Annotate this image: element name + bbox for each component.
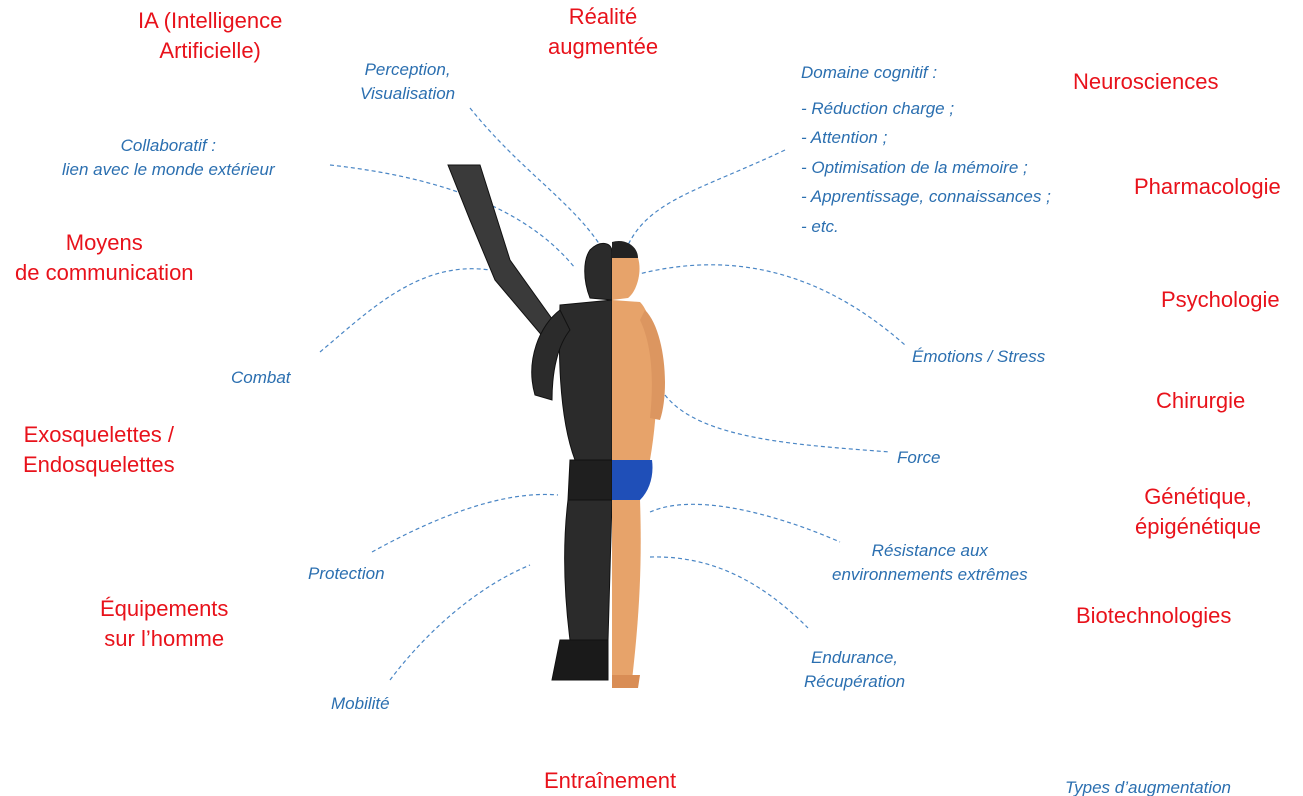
- augmentation-mobilite: Mobilité: [331, 692, 390, 716]
- augmentation-force: Force: [897, 446, 940, 470]
- human-half: [612, 241, 665, 688]
- domain-equipements: Équipements sur l’homme: [100, 594, 228, 654]
- domain-psychologie: Psychologie: [1161, 285, 1280, 315]
- augmentation-resistance: Résistance aux environnements extrêmes: [832, 539, 1028, 587]
- cognitif-item: - Attention ;: [801, 123, 1051, 153]
- augmentation-collaboratif: Collaboratif : lien avec le monde extéri…: [62, 134, 275, 182]
- domain-moyens-communication: Moyens de communication: [15, 228, 194, 288]
- augmentation-combat: Combat: [231, 366, 291, 390]
- augmented-soldier-figure: [440, 160, 700, 690]
- domain-entrainement: Entraînement: [544, 766, 676, 796]
- cognitif-title: Domaine cognitif :: [801, 58, 1051, 88]
- augmentation-emotions: Émotions / Stress: [912, 345, 1045, 369]
- domain-ia: IA (Intelligence Artificielle): [138, 6, 282, 66]
- augmentation-endurance: Endurance, Récupération: [804, 646, 905, 694]
- domain-biotechnologies: Biotechnologies: [1076, 601, 1231, 631]
- domain-chirurgie: Chirurgie: [1156, 386, 1245, 416]
- augmentation-perception: Perception, Visualisation: [360, 58, 455, 106]
- domain-exosquelettes: Exosquelettes / Endosquelettes: [23, 420, 175, 480]
- cognitif-item: - etc.: [801, 212, 1051, 242]
- domain-genetique: Génétique, épigénétique: [1135, 482, 1261, 542]
- cognitif-item: - Apprentissage, connaissances ;: [801, 182, 1051, 212]
- cognitif-item: - Optimisation de la mémoire ;: [801, 153, 1051, 183]
- augmentation-protection: Protection: [308, 562, 385, 586]
- domain-pharmacologie: Pharmacologie: [1134, 172, 1281, 202]
- cognitif-item: - Réduction charge ;: [801, 94, 1051, 124]
- legend-caption: Types d’augmentation: [1065, 778, 1231, 796]
- domain-neurosciences: Neurosciences: [1073, 67, 1219, 97]
- robot-half: [448, 165, 612, 680]
- augmentation-cognitif: Domaine cognitif : - Réduction charge ; …: [801, 58, 1051, 241]
- domain-realite-augmentee: Réalité augmentée: [548, 2, 658, 62]
